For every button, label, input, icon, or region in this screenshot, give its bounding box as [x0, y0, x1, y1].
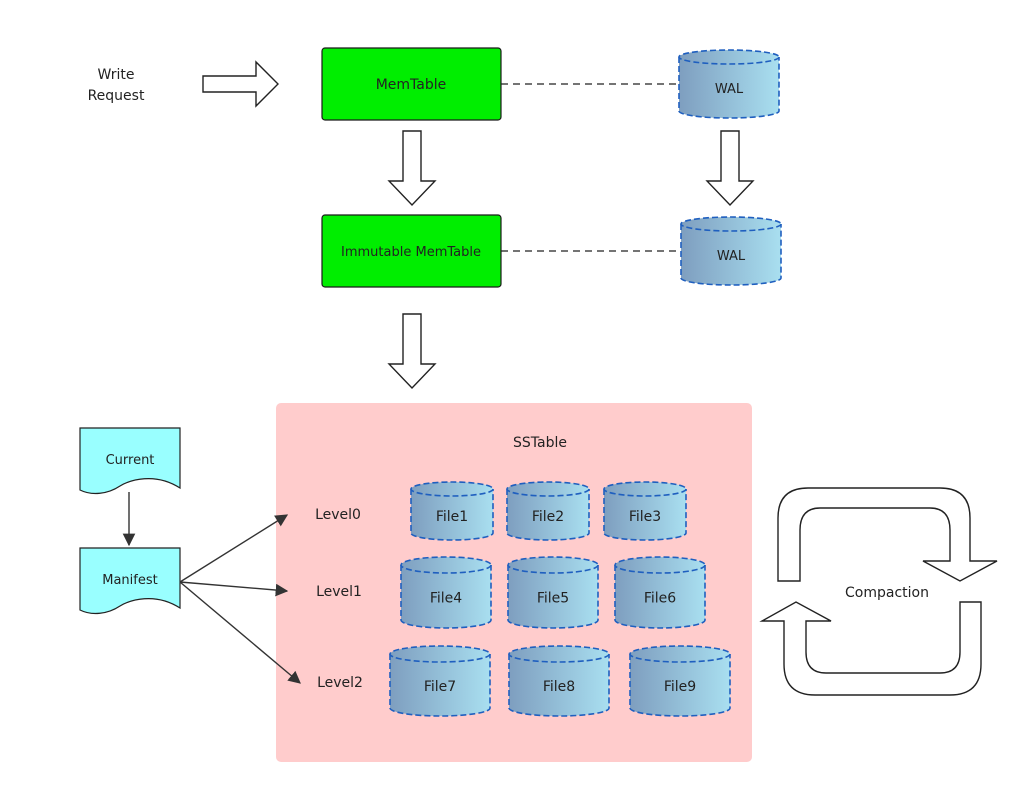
current-document: Current — [79, 427, 181, 495]
file-label-file3: File3 — [629, 509, 661, 525]
file-cylinder-file8: File8 — [508, 645, 610, 717]
file-cylinder-file5: File5 — [507, 556, 599, 629]
file-label-file5: File5 — [537, 591, 569, 607]
manifest-level1-arrow — [179, 581, 289, 597]
wal-label-top: WAL — [715, 82, 744, 97]
current-label: Current — [106, 453, 155, 468]
write-arrow — [202, 60, 279, 108]
file-cylinder-file4: File4 — [400, 556, 492, 629]
file-cylinder-file3: File3 — [603, 481, 687, 541]
file-label-file1: File1 — [436, 509, 468, 525]
manifest-level0-arrow — [179, 514, 289, 583]
level1-label: Level1 — [316, 584, 362, 600]
compaction-label: Compaction — [845, 585, 929, 601]
immutable-memtable-label: Immutable MemTable — [341, 245, 481, 260]
memtable-down-arrow — [387, 130, 437, 207]
file-label-file4: File4 — [430, 591, 462, 607]
file-cylinder-file6: File6 — [614, 556, 706, 629]
flush-down-arrow — [387, 313, 437, 390]
level0-label: Level0 — [315, 507, 361, 523]
file-label-file8: File8 — [543, 679, 575, 695]
write-request-label-line2: Request — [88, 88, 145, 104]
wal-down-arrow — [705, 130, 755, 207]
wal-cylinder-bottom: WAL — [680, 216, 782, 286]
file-cylinder-file9: File9 — [629, 645, 731, 717]
manifest-label: Manifest — [102, 573, 157, 588]
level2-label: Level2 — [317, 675, 363, 691]
file-label-file2: File2 — [532, 509, 564, 525]
wal-label-bottom: WAL — [717, 249, 746, 264]
write-request-label-line1: Write — [98, 67, 135, 83]
file-cylinder-file1: File1 — [410, 481, 494, 541]
file-label-file7: File7 — [424, 679, 456, 695]
file-label-file9: File9 — [664, 679, 696, 695]
manifest-level2-arrow — [179, 581, 301, 684]
manifest-document: Manifest — [79, 547, 181, 615]
wal-cylinder-top: WAL — [678, 49, 780, 119]
file-cylinder-file2: File2 — [506, 481, 590, 541]
file-label-file6: File6 — [644, 591, 676, 607]
compaction-cycle-icon — [759, 487, 998, 696]
memtable-label: MemTable — [376, 77, 447, 93]
sstable-title: SSTable — [513, 435, 567, 451]
file-cylinder-file7: File7 — [389, 645, 491, 717]
